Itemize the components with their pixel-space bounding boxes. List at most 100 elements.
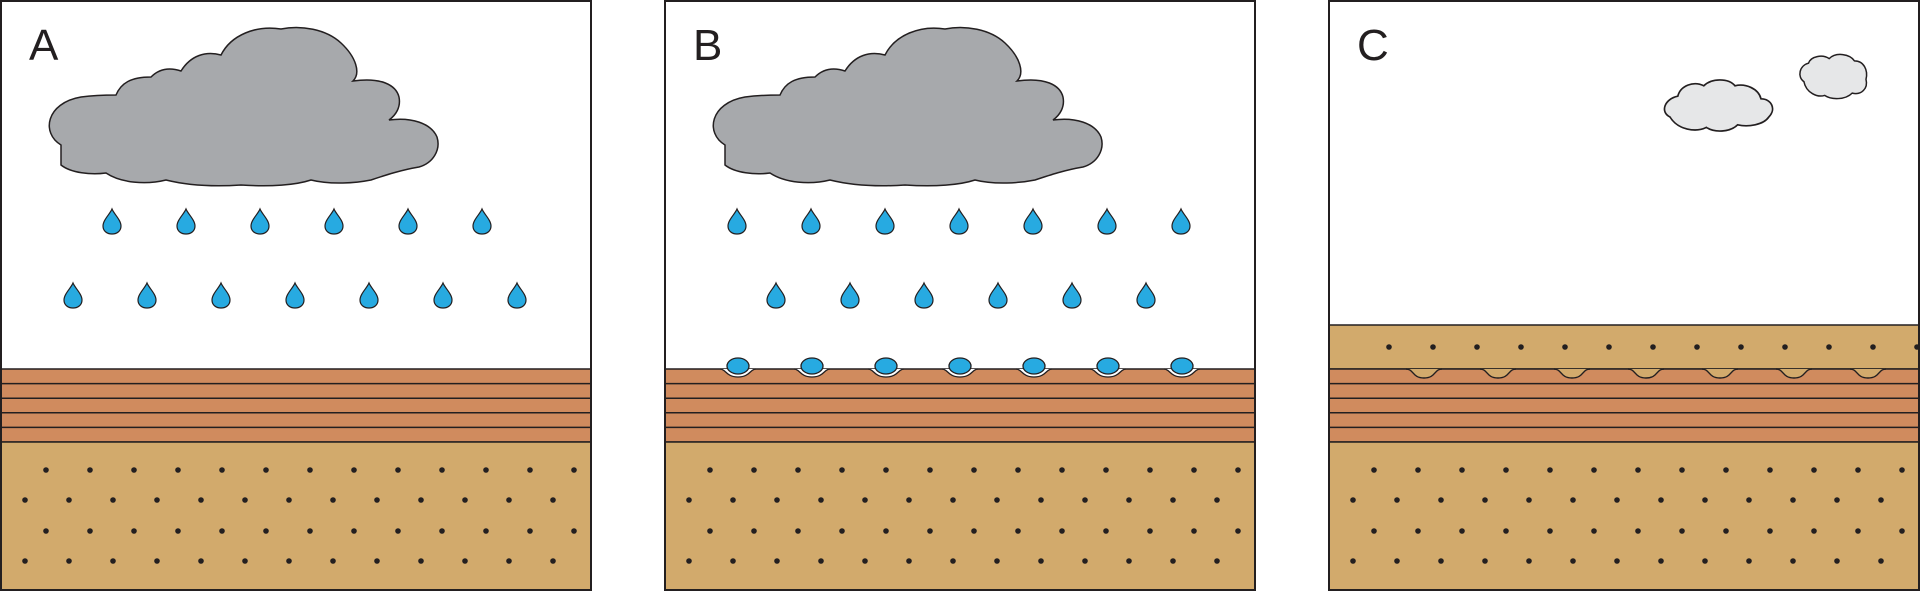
sand-grain: [131, 528, 137, 534]
sand-grain: [1386, 344, 1392, 350]
sand-grain: [87, 528, 93, 534]
sand-grain: [219, 528, 225, 534]
sand-grain: [1811, 528, 1817, 534]
surface-drop: [1096, 357, 1120, 375]
sand-grain: [1191, 467, 1197, 473]
sand-grain: [1235, 467, 1241, 473]
sand-grain: [839, 467, 845, 473]
sand-grain: [1562, 344, 1568, 350]
sand-grain: [1235, 528, 1241, 534]
sand-grain: [1914, 344, 1919, 350]
raindrop-imprints: [1405, 368, 1887, 379]
sand-grain: [774, 558, 780, 564]
sand-grain: [1103, 467, 1109, 473]
sand-grain: [1547, 528, 1553, 534]
sand-grain: [994, 497, 1000, 503]
sand-grain: [527, 467, 533, 473]
panel-label: A: [29, 21, 59, 70]
sand-grain: [330, 497, 336, 503]
sand-grain: [571, 467, 577, 473]
sand-grain: [1591, 467, 1597, 473]
sand-grain: [1394, 497, 1400, 503]
sand-grain: [1015, 467, 1021, 473]
panel-content: [665, 1, 1255, 590]
sand-grain: [950, 497, 956, 503]
sand-grain: [286, 497, 292, 503]
sand-grain: [1214, 558, 1220, 564]
sand-grain: [418, 558, 424, 564]
sand-grain: [1082, 497, 1088, 503]
sand-grain: [862, 558, 868, 564]
raindrop-imprint: [1405, 368, 1443, 379]
panel-content: [1, 1, 591, 590]
sand-grain: [1503, 528, 1509, 534]
panel-frame: [1328, 0, 1920, 591]
sand-grain: [994, 558, 1000, 564]
sand-grain: [1518, 344, 1524, 350]
surface-drop: [874, 357, 898, 375]
sand-grain: [1679, 467, 1685, 473]
surface-drop: [726, 357, 750, 375]
sand-grain: [1082, 558, 1088, 564]
sand-grain: [1826, 344, 1832, 350]
sand-grain: [374, 558, 380, 564]
sand-grain: [1723, 467, 1729, 473]
sand-grain: [1371, 528, 1377, 534]
sand-grain: [795, 467, 801, 473]
sand-layer: [665, 442, 1255, 590]
sand-grain: [1614, 558, 1620, 564]
sand-grain: [131, 467, 137, 473]
sand-grain: [774, 497, 780, 503]
panel-a: A: [0, 0, 592, 591]
raindrop-imprint: [1775, 368, 1813, 379]
sand-grain: [1350, 497, 1356, 503]
sand-grain: [439, 467, 445, 473]
sand-grain: [1059, 467, 1065, 473]
sand-grain: [1899, 467, 1905, 473]
sand-grain: [1855, 467, 1861, 473]
sand-grain: [66, 558, 72, 564]
sand-grain: [1767, 528, 1773, 534]
sand-grain: [110, 558, 116, 564]
sand-grain: [1191, 528, 1197, 534]
clay-layer: [665, 369, 1255, 442]
sand-grain: [795, 528, 801, 534]
panel-frame: [0, 0, 592, 591]
sand-grain: [154, 497, 160, 503]
sand-grain: [1526, 497, 1532, 503]
sand-grain: [1746, 497, 1752, 503]
sand-grain: [1870, 344, 1876, 350]
sand-grain: [950, 558, 956, 564]
sand-grain: [971, 467, 977, 473]
sand-grain: [1126, 558, 1132, 564]
sand-grain: [1503, 467, 1509, 473]
sand-grain: [1526, 558, 1532, 564]
sand-grain: [730, 558, 736, 564]
sand-grain: [1570, 497, 1576, 503]
sand-grain: [906, 497, 912, 503]
sand-grain: [1126, 497, 1132, 503]
sand-grain: [351, 467, 357, 473]
raindrop-imprint: [1553, 368, 1591, 379]
sand-grain: [1723, 528, 1729, 534]
sand-grain: [1038, 558, 1044, 564]
sand-grain: [462, 558, 468, 564]
sand-grain: [1147, 528, 1153, 534]
sand-grain: [506, 497, 512, 503]
sand-grain: [707, 528, 713, 534]
sand-grain: [22, 558, 28, 564]
sand-grain: [686, 558, 692, 564]
clay-layer: [1329, 369, 1919, 442]
panel-frame: [664, 0, 1256, 591]
small-cloud: [1799, 53, 1868, 100]
sand-grain: [550, 497, 556, 503]
sand-grain: [506, 558, 512, 564]
sand-grain: [1658, 558, 1664, 564]
sand-grain: [418, 497, 424, 503]
surface-drop: [948, 357, 972, 375]
surface-drops: [719, 357, 1201, 378]
sand-grain: [1738, 344, 1744, 350]
sand-grain: [1147, 467, 1153, 473]
sand-grain: [1614, 497, 1620, 503]
sand-grain: [1635, 528, 1641, 534]
